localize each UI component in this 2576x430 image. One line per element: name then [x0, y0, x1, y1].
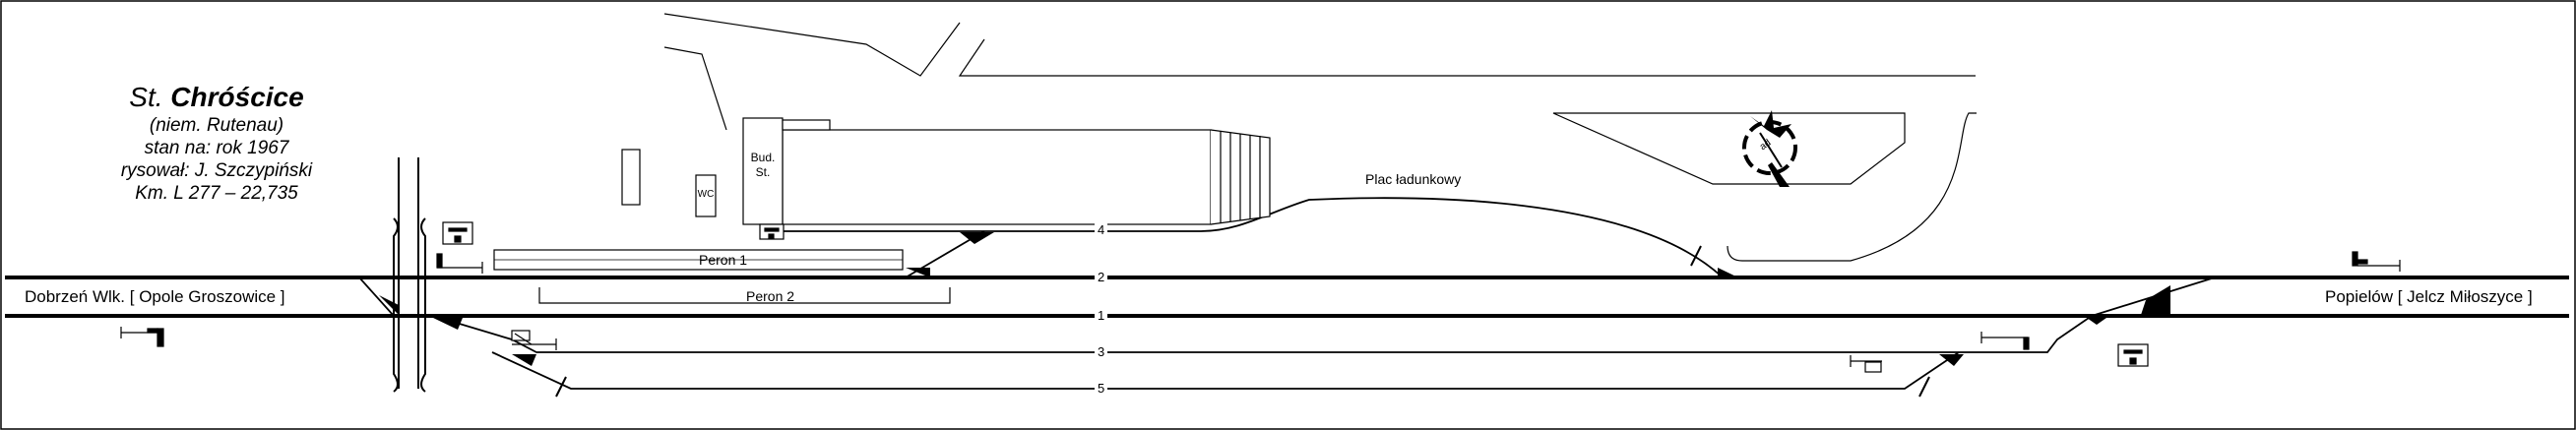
road-overpass [393, 157, 426, 393]
derail-mark [1918, 376, 1930, 398]
signal-west-main [442, 221, 473, 245]
title-line: (niem. Rutenau) [149, 115, 284, 136]
shunt-signal [1850, 355, 1882, 373]
wc-label: WC [697, 189, 715, 200]
track-number-1: 1 [1095, 308, 1108, 323]
title-line: rysował: J. Szczypiński [120, 160, 313, 181]
shunt-signal [120, 327, 164, 347]
building-annex [782, 119, 831, 131]
track-number-4: 4 [1095, 222, 1108, 237]
shunt-signal [511, 330, 557, 350]
outbuilding [621, 149, 641, 206]
switch-point [433, 318, 463, 330]
switch-point [2141, 285, 2170, 315]
track-5-line [491, 351, 1960, 390]
switch-point [1939, 354, 1964, 366]
yard-area [1552, 112, 1906, 185]
switch-point [906, 268, 930, 277]
track-number-5: 5 [1095, 381, 1108, 396]
title-line: stan na: rok 1967 [144, 138, 289, 158]
title-line: Km. L 277 – 22,735 [135, 183, 298, 204]
platform-2 [538, 287, 951, 304]
shunt-signal [1980, 332, 2030, 350]
derail-mark [555, 376, 567, 398]
crossover-west [358, 276, 395, 317]
yard-road [1727, 112, 1977, 262]
switch-point [379, 295, 399, 315]
track-4-line [778, 197, 1724, 278]
switch-point [512, 354, 536, 366]
switch-point [1718, 268, 1742, 279]
station-title-block: St. Chróścice (niem. Rutenau) stan na: r… [59, 81, 374, 205]
track-number-2: 2 [1095, 270, 1108, 284]
wc-building [695, 174, 717, 217]
warehouse-building [782, 129, 1212, 225]
destination-west: Dobrzeń Wlk. [ Opole Groszowice ] [25, 287, 285, 306]
shunt-signal [436, 253, 483, 274]
signal-east-main [2117, 343, 2149, 367]
shunt-signal [2352, 251, 2401, 272]
station-building [742, 117, 784, 225]
station-building-label: Bud. St. [750, 151, 776, 179]
station-prefix: St. [129, 82, 163, 112]
road-upper [663, 13, 961, 77]
road-access [663, 46, 727, 131]
turntable [1742, 110, 1797, 187]
track-number-3: 3 [1095, 344, 1108, 359]
signal-track-4 [759, 223, 785, 240]
switch-point [2087, 318, 2106, 325]
yard-label: Plac ładunkowy [1365, 171, 1462, 187]
switch-point [960, 232, 994, 244]
derail-mark [1690, 245, 1702, 267]
destination-east: Popielów [ Jelcz Miłoszyce ] [2325, 287, 2533, 306]
station-name-text: Chróścice [170, 82, 304, 112]
track-3-line [432, 315, 2093, 353]
platform-2-label: Peron 2 [746, 288, 795, 304]
station-name: St. Chróścice [59, 81, 374, 114]
platform-1-label: Peron 1 [699, 252, 748, 268]
road-top [958, 38, 1976, 77]
